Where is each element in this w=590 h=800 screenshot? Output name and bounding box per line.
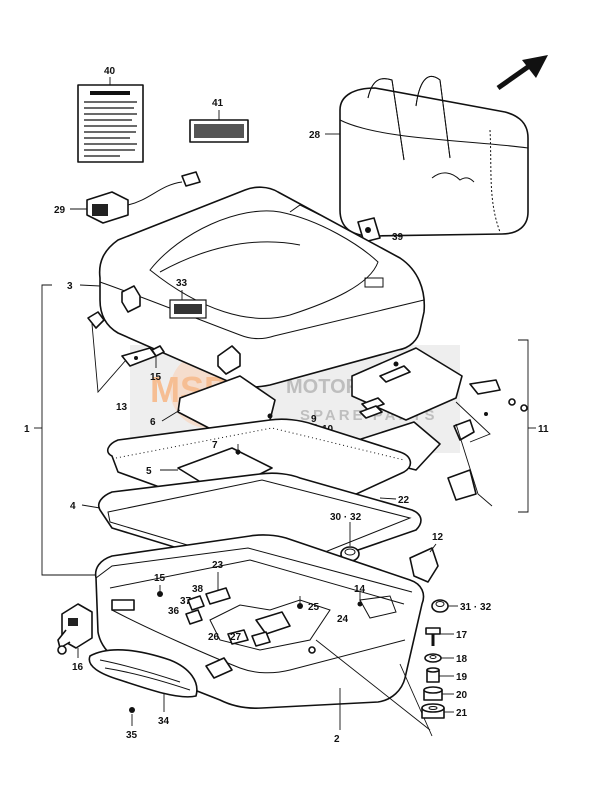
callout-36: 36 — [168, 606, 180, 617]
lock-16 — [57, 603, 93, 658]
callout-3: 3 — [67, 281, 73, 292]
callout-28: 28 — [309, 130, 321, 141]
hinge-left-part — [87, 311, 165, 394]
callout-22: 22 — [398, 495, 410, 506]
callout-31-32: 31 · 32 — [460, 602, 492, 613]
hinge-right-bracket — [351, 339, 536, 513]
pad-part — [357, 217, 390, 243]
emblem-34 — [88, 648, 198, 712]
callout-38: 38 — [192, 584, 204, 595]
callout-5: 5 — [146, 466, 152, 477]
callout-34: 34 — [158, 716, 170, 727]
callout-33: 33 — [176, 278, 188, 289]
warning-label-part — [77, 77, 144, 163]
callout-11: 11 — [538, 424, 549, 435]
callout-16: 16 — [72, 662, 84, 673]
callout-23: 23 — [212, 560, 224, 571]
callout-37: 37 — [180, 596, 192, 607]
bracket-12 — [409, 543, 439, 583]
callout-18: 18 — [456, 654, 468, 665]
internal-parts — [157, 572, 433, 737]
callout-40: 40 — [104, 66, 116, 77]
top-case-body — [94, 534, 425, 730]
cushion-21 — [421, 703, 454, 719]
top-case-lid — [79, 186, 426, 388]
callout-15-upper: 15 — [150, 372, 162, 383]
callout-27: 27 — [230, 632, 242, 643]
callout-29: 29 — [54, 205, 66, 216]
arrow-up-right-icon — [496, 55, 548, 91]
callout-25: 25 — [308, 602, 320, 613]
callout-17: 17 — [456, 630, 468, 641]
courtesy-lamp-part — [70, 171, 201, 224]
callout-30-32: 30 · 32 — [330, 512, 362, 523]
callout-6: 6 — [150, 417, 156, 428]
cushion-20 — [423, 686, 454, 701]
collar-19 — [426, 667, 454, 683]
washer-18 — [424, 653, 454, 663]
callout-7: 7 — [212, 440, 218, 451]
callout-14: 14 — [354, 584, 366, 595]
callout-39: 39 — [392, 232, 404, 243]
callout-21: 21 — [456, 708, 468, 719]
callout-24: 24 — [337, 614, 349, 625]
callout-4: 4 — [70, 501, 76, 512]
callout-1: 1 — [24, 424, 30, 435]
callout-13: 13 — [116, 402, 128, 413]
callout-41: 41 — [212, 98, 224, 109]
callout-2: 2 — [334, 734, 340, 745]
bolt-17 — [425, 627, 454, 646]
callout-15-lower: 15 — [154, 573, 166, 584]
caution-label-part — [189, 110, 249, 143]
callout-9: 9 — [311, 414, 317, 425]
inner-bag-part — [325, 75, 529, 237]
screw-35 — [129, 707, 135, 726]
grommet-31 — [431, 599, 458, 613]
callout-20: 20 — [456, 690, 468, 701]
callout-12: 12 — [432, 532, 444, 543]
callout-26: 26 — [208, 632, 220, 643]
callout-19: 19 — [456, 672, 468, 683]
callout-35: 35 — [126, 730, 138, 741]
